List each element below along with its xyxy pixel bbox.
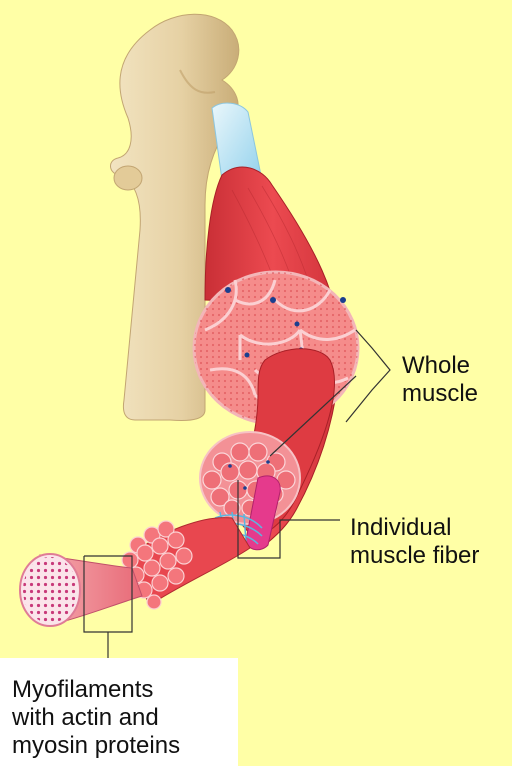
top-border <box>0 0 512 8</box>
myofilaments-label-line3: myosin proteins <box>12 732 180 760</box>
myofilaments-label-line1: Myofilaments <box>12 676 180 704</box>
whole-muscle-label-line1: Whole <box>402 352 478 380</box>
fascicle-cross-section <box>200 432 300 524</box>
muscle-fiber-label-line2: muscle fiber <box>350 542 479 570</box>
muscle-fiber-label-line1: Individual <box>350 514 479 542</box>
muscle-fiber-label: Individual muscle fiber <box>350 514 479 570</box>
myofilaments-label-line2: with actin and <box>12 704 180 732</box>
whole-muscle-label: Whole muscle <box>402 352 478 408</box>
whole-muscle-label-line2: muscle <box>402 380 478 408</box>
right-border <box>505 0 512 766</box>
myofilaments-label: Myofilaments with actin and myosin prote… <box>12 676 180 760</box>
left-border <box>0 0 8 658</box>
